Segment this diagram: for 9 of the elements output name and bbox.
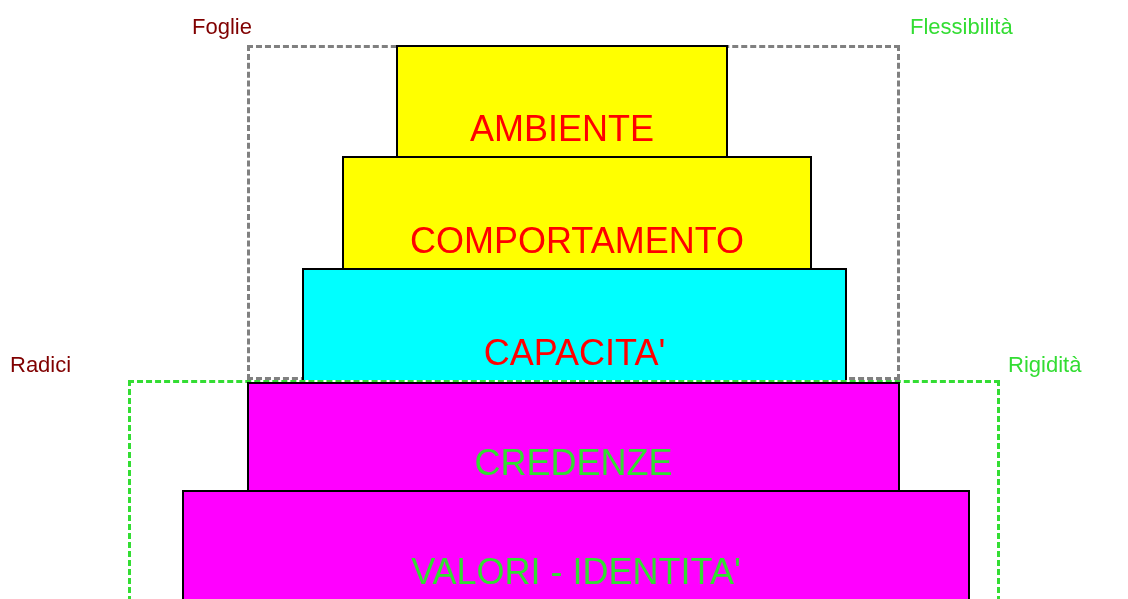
group-label: Rigidità bbox=[1008, 352, 1082, 378]
pyramid-layer: CREDENZE bbox=[247, 382, 900, 490]
pyramid-layer: CAPACITA' bbox=[302, 268, 847, 380]
group-label: Radici bbox=[10, 352, 72, 378]
pyramid-layer: AMBIENTE bbox=[396, 45, 728, 156]
group-label: Flessibilità bbox=[910, 14, 1013, 40]
pyramid-layer: VALORI - IDENTITA' bbox=[182, 490, 970, 599]
group-label: Foglie bbox=[192, 14, 252, 40]
pyramid-layer: COMPORTAMENTO bbox=[342, 156, 812, 268]
